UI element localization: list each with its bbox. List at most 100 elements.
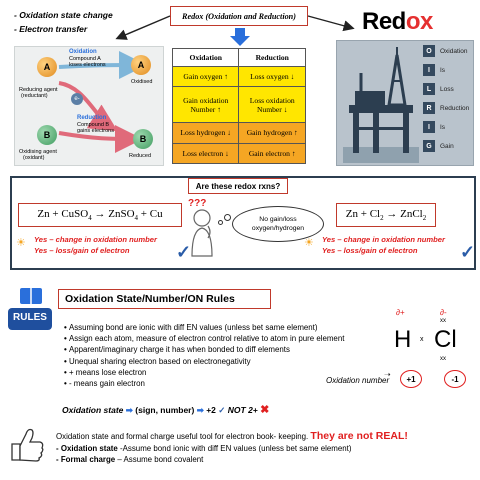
- redox-question-box: Are these redox rxns?: [188, 178, 288, 194]
- note-electron-transfer: - Electron transfer: [14, 24, 88, 34]
- reduction-desc-1: Compound B: [77, 122, 110, 128]
- rules-book-icon: [8, 288, 52, 330]
- table-cell: Loss oxidation Number ↓: [238, 86, 306, 124]
- left-yes-electron: Yes – loss/gain of electron: [34, 246, 130, 255]
- left-yes-oxidation-number: Yes – change in oxidation number: [34, 235, 157, 244]
- left-yes-list: Yes – change in oxidation number Yes – l…: [34, 234, 157, 256]
- mnemonic-word: Reduction: [440, 104, 470, 112]
- reduction-title: Reduction: [77, 115, 107, 121]
- mnemonic-letter: I: [423, 121, 435, 133]
- electron-icon: e-: [71, 93, 83, 105]
- reducing-agent: Reducing agent: [19, 87, 58, 93]
- bottom-line-2: - Oxidation state -Assume bond ionic wit…: [56, 443, 408, 455]
- sphere-b: B: [37, 125, 57, 145]
- redox-title: Redox (Oxidation and Reduction): [182, 11, 296, 21]
- table-cell: Loss oxygen ↓: [238, 65, 306, 88]
- mnemonic-item: G Gain: [423, 140, 469, 152]
- list-item: - means gain electron: [64, 378, 344, 389]
- thought-text: No gain/loss oxygen/hydrogen: [251, 216, 305, 232]
- mnemonic-word: Is: [440, 123, 446, 131]
- bond-mark: x: [420, 336, 424, 343]
- hcl-diagram: ∂+ ∂- xx H x Cl xx: [394, 306, 476, 396]
- oxidation-state-line: Oxidation state ➡ (sign, number) ➡ +2 ✓ …: [62, 403, 269, 416]
- reduction-desc-2: gains electrons: [77, 128, 114, 134]
- table-row: Gain oxygen ↑ Loss oxygen ↓: [171, 65, 306, 88]
- oxidation-state-format: (sign, number): [135, 405, 195, 415]
- oxidised-label: Oxidised: [131, 79, 153, 85]
- sphere-a-oxidised-label: A: [137, 60, 145, 70]
- equation-left: Zn + CuSO4 → ZnSO4 + Cu: [37, 207, 163, 223]
- rules-badge: RULES: [6, 286, 54, 336]
- checkmark-icon-left: ✓: [176, 242, 192, 262]
- example-correct: +2: [206, 405, 216, 415]
- table-cell: Gain hydrogen ↑: [238, 122, 306, 144]
- bottom-line-3-text: – Assume bond covalent: [115, 455, 204, 464]
- oxidation-number-label: Oxidation number: [326, 376, 390, 385]
- mnemonic-letter: G: [423, 140, 435, 152]
- mnemonic-letter: L: [423, 83, 435, 95]
- electron-label: e-: [74, 96, 80, 102]
- redox-title-box: Redox (Oxidation and Reduction): [170, 6, 308, 26]
- example-wrong: NOT 2+: [227, 405, 258, 415]
- right-yes-oxidation-number: Yes – change in oxidation number: [322, 235, 445, 244]
- on-cl-value: -1: [451, 374, 459, 384]
- delta-minus: ∂-: [440, 308, 447, 317]
- table-row: Loss electron ↓ Gain electron ↑: [171, 142, 306, 165]
- oxidation-title: Oxidation: [69, 49, 97, 55]
- chlorine-symbol: Cl: [434, 326, 457, 353]
- title-arrows: [115, 15, 355, 46]
- thinking-person-icon: [191, 209, 213, 257]
- list-item: Assign each atom, measure of electron co…: [64, 333, 344, 344]
- thought-bubble-dot: [224, 214, 231, 221]
- arrow-right-icon: ➡: [196, 405, 204, 415]
- thinker-question-marks: ???: [188, 198, 207, 209]
- checkmark-icon: ✓: [218, 405, 226, 415]
- table-cell: Gain oxidation Number ↑: [171, 86, 240, 124]
- equation-left-box: Zn + CuSO4 → ZnSO4 + Cu: [18, 203, 182, 227]
- arrow-left: [115, 15, 171, 40]
- on-h-badge: +1: [400, 370, 422, 388]
- checkmark-icon-right: ✓: [460, 242, 476, 262]
- mnemonic-word: Loss: [440, 85, 454, 93]
- right-yes-electron: Yes – loss/gain of electron: [322, 246, 418, 255]
- redox-word-ox: ox: [405, 8, 434, 35]
- reduced-label: Reduced: [129, 153, 152, 159]
- equation-right-box: Zn + Cl2 → ZnCl2: [336, 203, 436, 227]
- arrow-down-icon: [230, 28, 250, 46]
- list-item: Apparent/imaginary charge it has when bo…: [64, 344, 344, 355]
- rules-title: Oxidation State/Number/ON Rules: [65, 293, 235, 305]
- table-row: Gain oxidation Number ↑ Loss oxidation N…: [171, 86, 306, 124]
- redox-question: Are these redox rxns?: [195, 181, 281, 191]
- list-item: Unequal sharing electron based on electr…: [64, 356, 344, 367]
- table-header-reduction: Reduction: [238, 48, 306, 67]
- cross-icon: ✖: [260, 404, 270, 416]
- mnemonic-letter: O: [423, 45, 435, 57]
- thumbs-up-icon: [11, 428, 44, 462]
- arrow-right-icon: ➝: [384, 370, 391, 379]
- sphere-b-reduced-label: B: [139, 134, 147, 144]
- mnemonic-letter: R: [423, 102, 435, 114]
- oxidation-state-label: Oxidation state: [62, 405, 124, 415]
- oxidizing-agent: Oxidising agent: [19, 149, 57, 155]
- electron-transfer-diagram: A A B B e- Oxidation Compound A loses el…: [14, 46, 164, 166]
- table-cell: Gain oxygen ↑: [171, 65, 240, 88]
- bottom-line-3: - Formal charge – Assume bond covalent: [56, 454, 408, 466]
- sphere-a-oxidised: A: [131, 55, 151, 75]
- bottom-line-1: Oxidation state and formal charge useful…: [56, 430, 408, 443]
- table-cell: Loss electron ↓: [171, 142, 240, 165]
- sphere-a: A: [37, 57, 57, 77]
- arrow-right: [307, 15, 355, 32]
- sphere-a-label: A: [43, 62, 51, 72]
- hydrogen-symbol: H: [394, 326, 412, 353]
- lightbulb-icon: ☀: [304, 237, 314, 249]
- rules-badge-text: RULES: [13, 312, 47, 323]
- mnemonic-item: R Reduction: [423, 102, 469, 114]
- oxidation-desc-2: loses electrons: [69, 62, 106, 68]
- not-real-text: They are not REAL!: [310, 430, 408, 442]
- list-item: Assuming bond are ionic with diff EN val…: [64, 322, 344, 333]
- bottom-line-2-text: -Assume bond ionic with diff EN values (…: [117, 443, 352, 453]
- redox-word: Redox: [362, 8, 433, 36]
- mnemonic-word: Gain: [440, 142, 454, 150]
